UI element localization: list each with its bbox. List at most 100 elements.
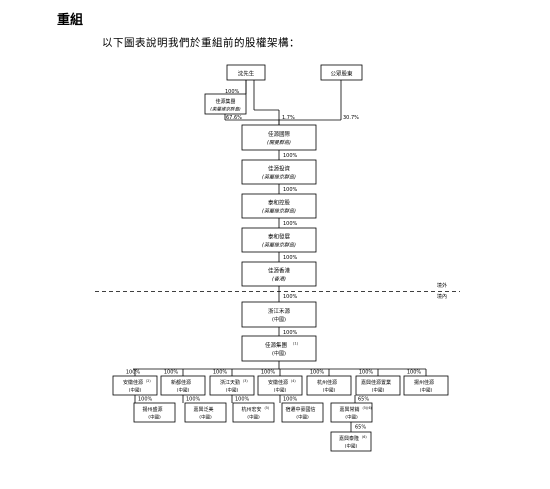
svg-text:(中國): (中國) bbox=[345, 443, 358, 450]
svg-text:泰和發展: 泰和發展 bbox=[268, 233, 291, 241]
svg-text:(英屬維京群島): (英屬維京群島) bbox=[262, 242, 296, 249]
node-shareholder: 沈先生 bbox=[226, 64, 266, 81]
svg-text:揚州佳源: 揚州佳源 bbox=[414, 379, 434, 386]
svg-text:佳源國際: 佳源國際 bbox=[268, 130, 291, 138]
node-second-tier: 揚州盛源(中國) bbox=[133, 402, 176, 423]
label-offshore: 境外 bbox=[437, 282, 447, 289]
svg-text:揚州盛源: 揚州盛源 bbox=[142, 406, 162, 413]
svg-text:嘉興常銷: 嘉興常銷 bbox=[339, 406, 359, 413]
svg-text:嘉興泰隆: 嘉興泰隆 bbox=[339, 435, 359, 442]
svg-text:(中國): (中國) bbox=[372, 387, 385, 394]
node-subsidiary: 揚州佳源(中國) bbox=[403, 375, 449, 396]
node-level3: 嘉興泰隆 (6) (中國) bbox=[330, 431, 372, 452]
pct-s-to-bvi: 100% bbox=[225, 89, 240, 95]
svg-text:佳源香港: 佳源香港 bbox=[268, 267, 291, 275]
svg-text:(英屬維京群島): (英屬維京群島) bbox=[262, 208, 296, 215]
svg-text:(開曼群島): (開曼群島) bbox=[267, 139, 291, 146]
svg-text:(中國): (中國) bbox=[199, 414, 212, 421]
label-onshore: 境內 bbox=[437, 293, 447, 300]
svg-text:安徽佳源: 安徽佳源 bbox=[268, 379, 288, 386]
node-prc-group: 佳源集團 (1) (中國) bbox=[241, 335, 317, 362]
pct-public-to-cayman: 30.7% bbox=[343, 115, 359, 121]
pct-sub-to-second-tier: 65% bbox=[358, 397, 369, 403]
pct-hold2-to-hold3: 100% bbox=[283, 221, 298, 227]
node-public-shareholders: 公眾股東 bbox=[320, 64, 363, 81]
pct-group-to-sub: 100% bbox=[213, 370, 228, 376]
node-holding-1: 佳源投資 (英屬維京群島) bbox=[241, 159, 317, 185]
svg-text:浙江禾源: 浙江禾源 bbox=[268, 307, 291, 315]
node-zhejiang-wfoe: 浙江禾源 (中國) bbox=[241, 301, 317, 328]
svg-text:(香港): (香港) bbox=[272, 276, 286, 283]
svg-text:新都佳源: 新都佳源 bbox=[171, 379, 191, 386]
node-hong-kong: 佳源香港 (香港) bbox=[241, 261, 317, 287]
svg-text:(中國): (中國) bbox=[323, 387, 336, 394]
pct-group-to-sub: 100% bbox=[126, 370, 141, 376]
svg-text:(2): (2) bbox=[146, 379, 151, 383]
node-second-tier: 嘉興泛美(中國) bbox=[184, 402, 227, 423]
pct-group-to-sub: 100% bbox=[261, 370, 276, 376]
node-second-tier: 杭州宏安 (5) (中國) bbox=[232, 402, 275, 423]
svg-text:泰和控股: 泰和控股 bbox=[268, 199, 291, 207]
pct-sub-to-second-tier: 100% bbox=[283, 397, 298, 403]
svg-text:公眾股東: 公眾股東 bbox=[330, 70, 353, 78]
svg-text:(英屬維京群島): (英屬維京群島) bbox=[210, 107, 241, 113]
node-subsidiary: 浙江天勤(3) (中國) bbox=[209, 375, 255, 396]
svg-text:佳源集團: 佳源集團 bbox=[265, 341, 287, 349]
svg-text:佳源集團: 佳源集團 bbox=[215, 98, 235, 105]
pct-group-to-sub: 100% bbox=[164, 370, 179, 376]
node-subsidiary: 安徽佳源(4)(中國) bbox=[257, 375, 303, 396]
pct-hk-to-zj: 100% bbox=[283, 294, 298, 300]
svg-text:(5): (5) bbox=[265, 406, 270, 410]
node-second-tier: 嘉興常銷 (5)(6) (中國) bbox=[330, 402, 373, 423]
pct-group-to-sub: 100% bbox=[407, 370, 422, 376]
node-holding-2: 泰和控股 (英屬維京群島) bbox=[241, 193, 317, 219]
svg-text:嘉興佳源置業: 嘉興佳源置業 bbox=[361, 379, 391, 386]
svg-text:(中國): (中國) bbox=[148, 414, 161, 421]
svg-text:(4): (4) bbox=[291, 379, 296, 383]
svg-text:(中國): (中國) bbox=[272, 350, 286, 357]
pct-cayman-to-hold1: 100% bbox=[283, 153, 298, 159]
node-second-tier: 宿遷中豪國信(中國) bbox=[281, 402, 324, 423]
pct-sub-to-second-tier: 100% bbox=[138, 397, 153, 403]
svg-text:佳源投資: 佳源投資 bbox=[268, 165, 291, 173]
pct-sub-to-second-tier: 100% bbox=[235, 397, 250, 403]
pct-zj-to-group: 100% bbox=[283, 330, 298, 336]
svg-text:杭州宏安: 杭州宏安 bbox=[241, 406, 261, 413]
svg-text:(中國): (中國) bbox=[420, 387, 433, 394]
intro-text: 以下圖表說明我們於重組前的股權架構： bbox=[102, 37, 300, 49]
pct-hold1-to-hold2: 100% bbox=[283, 187, 298, 193]
node-subsidiary: 新都佳源(中國) bbox=[160, 375, 206, 396]
node-subsidiary: 嘉興佳源置業(中國) bbox=[355, 375, 401, 396]
node-holding-3: 泰和發展 (英屬維京群島) bbox=[241, 227, 317, 253]
pct-group-to-sub: 100% bbox=[359, 370, 374, 376]
svg-text:安徽佳源: 安徽佳源 bbox=[123, 379, 143, 386]
svg-text:(中國): (中國) bbox=[272, 316, 286, 323]
svg-text:(3): (3) bbox=[243, 379, 248, 383]
svg-text:(5)(6): (5)(6) bbox=[363, 406, 372, 410]
second-tier-row: 100%揚州盛源(中國)100%嘉興泛美(中國)100%杭州宏安(5)(中國)1… bbox=[133, 395, 373, 432]
pct-s-to-cayman: 1.7% bbox=[282, 115, 295, 121]
svg-text:沈先生: 沈先生 bbox=[238, 70, 255, 78]
svg-text:(中國): (中國) bbox=[247, 414, 260, 421]
svg-text:(中國): (中國) bbox=[296, 414, 309, 421]
node-cayman-listco: 佳源國際 (開曼群島) bbox=[241, 124, 317, 151]
svg-text:(中國): (中國) bbox=[226, 387, 239, 394]
pct-sub-to-second-tier: 100% bbox=[186, 397, 201, 403]
svg-text:嘉興泛美: 嘉興泛美 bbox=[193, 406, 213, 413]
section-heading: 重組 bbox=[57, 13, 84, 28]
svg-text:(1): (1) bbox=[293, 342, 299, 346]
svg-text:(中國): (中國) bbox=[177, 387, 190, 394]
svg-text:浙江天勤: 浙江天勤 bbox=[220, 379, 240, 386]
svg-text:(中國): (中國) bbox=[345, 414, 358, 421]
pct-group-to-sub: 100% bbox=[310, 370, 325, 376]
pct-second-to-third-tier: 65% bbox=[355, 425, 366, 431]
svg-text:(英屬維京群島): (英屬維京群島) bbox=[262, 174, 296, 181]
node-bvi-holding: 佳源集團 (英屬維京群島) bbox=[204, 93, 247, 115]
pct-bvi-to-cayman: 67.6% bbox=[226, 115, 242, 121]
pct-hold3-to-hk: 100% bbox=[283, 255, 298, 261]
svg-text:(中國): (中國) bbox=[129, 387, 142, 394]
subsidiaries-row: 100%安徽佳源(2)(中國)100%新都佳源(中國)100%浙江天勤(3)(中… bbox=[112, 369, 449, 396]
svg-text:宿遷中豪國信: 宿遷中豪國信 bbox=[285, 406, 315, 413]
svg-text:杭州佳源: 杭州佳源 bbox=[317, 379, 337, 386]
